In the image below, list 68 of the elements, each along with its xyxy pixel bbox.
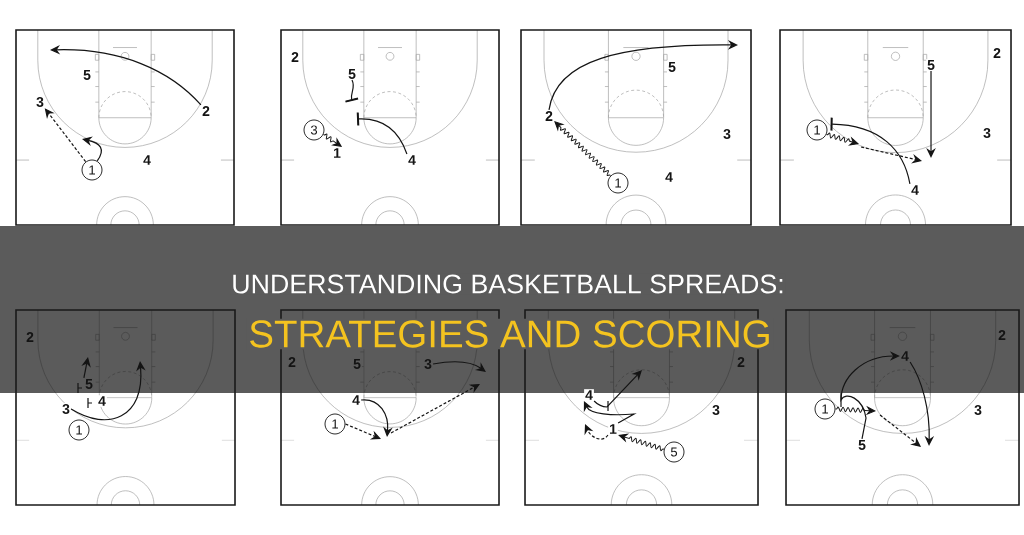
player-number: 3 xyxy=(711,404,721,416)
arrow xyxy=(909,361,935,446)
player-number: 5 xyxy=(857,439,867,451)
player-number: 3 xyxy=(982,127,992,139)
arrow xyxy=(81,357,91,379)
basketball-court xyxy=(520,29,752,226)
circled-player-number: 1 xyxy=(81,159,103,181)
player-number: 4 xyxy=(351,394,361,406)
circled-player-number: 1 xyxy=(814,398,836,420)
player-number: 5 xyxy=(667,61,677,73)
arrow xyxy=(360,399,393,437)
dashed-arrow xyxy=(344,423,381,440)
arrow xyxy=(593,370,642,408)
wavy-arrow xyxy=(554,121,611,177)
player-number: 3 xyxy=(722,128,732,140)
player-number: 5 xyxy=(347,68,357,80)
arrow xyxy=(432,361,486,372)
player-number: 2 xyxy=(992,47,1002,59)
arrow xyxy=(548,40,738,111)
player-number: 3 xyxy=(973,404,983,416)
subtitle: STRATEGIES AND SCORING xyxy=(246,318,774,350)
player-number: 4 xyxy=(910,184,920,196)
arrow xyxy=(840,351,900,440)
player-number: 4 xyxy=(664,171,674,183)
title: UNDERSTANDING BASKETBALL SPREADS: xyxy=(230,273,786,295)
player-number: 2 xyxy=(290,51,300,63)
dashed-arrow xyxy=(44,108,87,163)
player-number: 2 xyxy=(201,105,211,117)
screen-line xyxy=(356,112,408,155)
basketball-court xyxy=(280,29,500,226)
basketball-court xyxy=(785,309,1020,506)
player-number: 4 xyxy=(584,389,594,401)
basketball-court xyxy=(15,309,236,506)
player-number: 5 xyxy=(82,69,92,81)
player-number: 4 xyxy=(407,154,417,166)
player-number: 5 xyxy=(84,378,94,390)
player-number: 4 xyxy=(97,395,107,407)
player-number: 1 xyxy=(608,423,618,435)
player-number: 3 xyxy=(35,96,45,108)
player-number: 2 xyxy=(544,110,554,122)
arrow xyxy=(82,136,102,162)
wavy-arrow xyxy=(834,406,876,415)
circled-player-number: 1 xyxy=(68,419,90,441)
player-number: 2 xyxy=(25,331,35,343)
screen-line xyxy=(830,117,911,185)
player-number: 3 xyxy=(423,358,433,370)
player-number: 2 xyxy=(287,356,297,368)
circled-player-number: 1 xyxy=(324,413,346,435)
player-number: 1 xyxy=(332,147,342,159)
circled-player-number: 1 xyxy=(607,172,629,194)
player-number: 5 xyxy=(352,358,362,370)
player-number: 3 xyxy=(61,403,71,415)
player-number: 5 xyxy=(926,59,936,71)
circled-player-number: 1 xyxy=(806,119,828,141)
player-number: 2 xyxy=(736,356,746,368)
basketball-court xyxy=(779,29,1012,226)
circled-player-number: 3 xyxy=(303,119,325,141)
screen-line xyxy=(345,79,359,103)
circled-player-number: 5 xyxy=(663,441,685,463)
player-number: 4 xyxy=(142,154,152,166)
wavy-arrow xyxy=(323,133,342,147)
player-number: 4 xyxy=(900,350,910,362)
wavy-arrow xyxy=(618,433,665,452)
player-number: 2 xyxy=(997,329,1007,341)
dashed-arrow xyxy=(584,424,609,440)
wavy-arrow xyxy=(826,132,859,146)
arrow xyxy=(583,401,635,424)
basketball-court xyxy=(15,29,235,226)
